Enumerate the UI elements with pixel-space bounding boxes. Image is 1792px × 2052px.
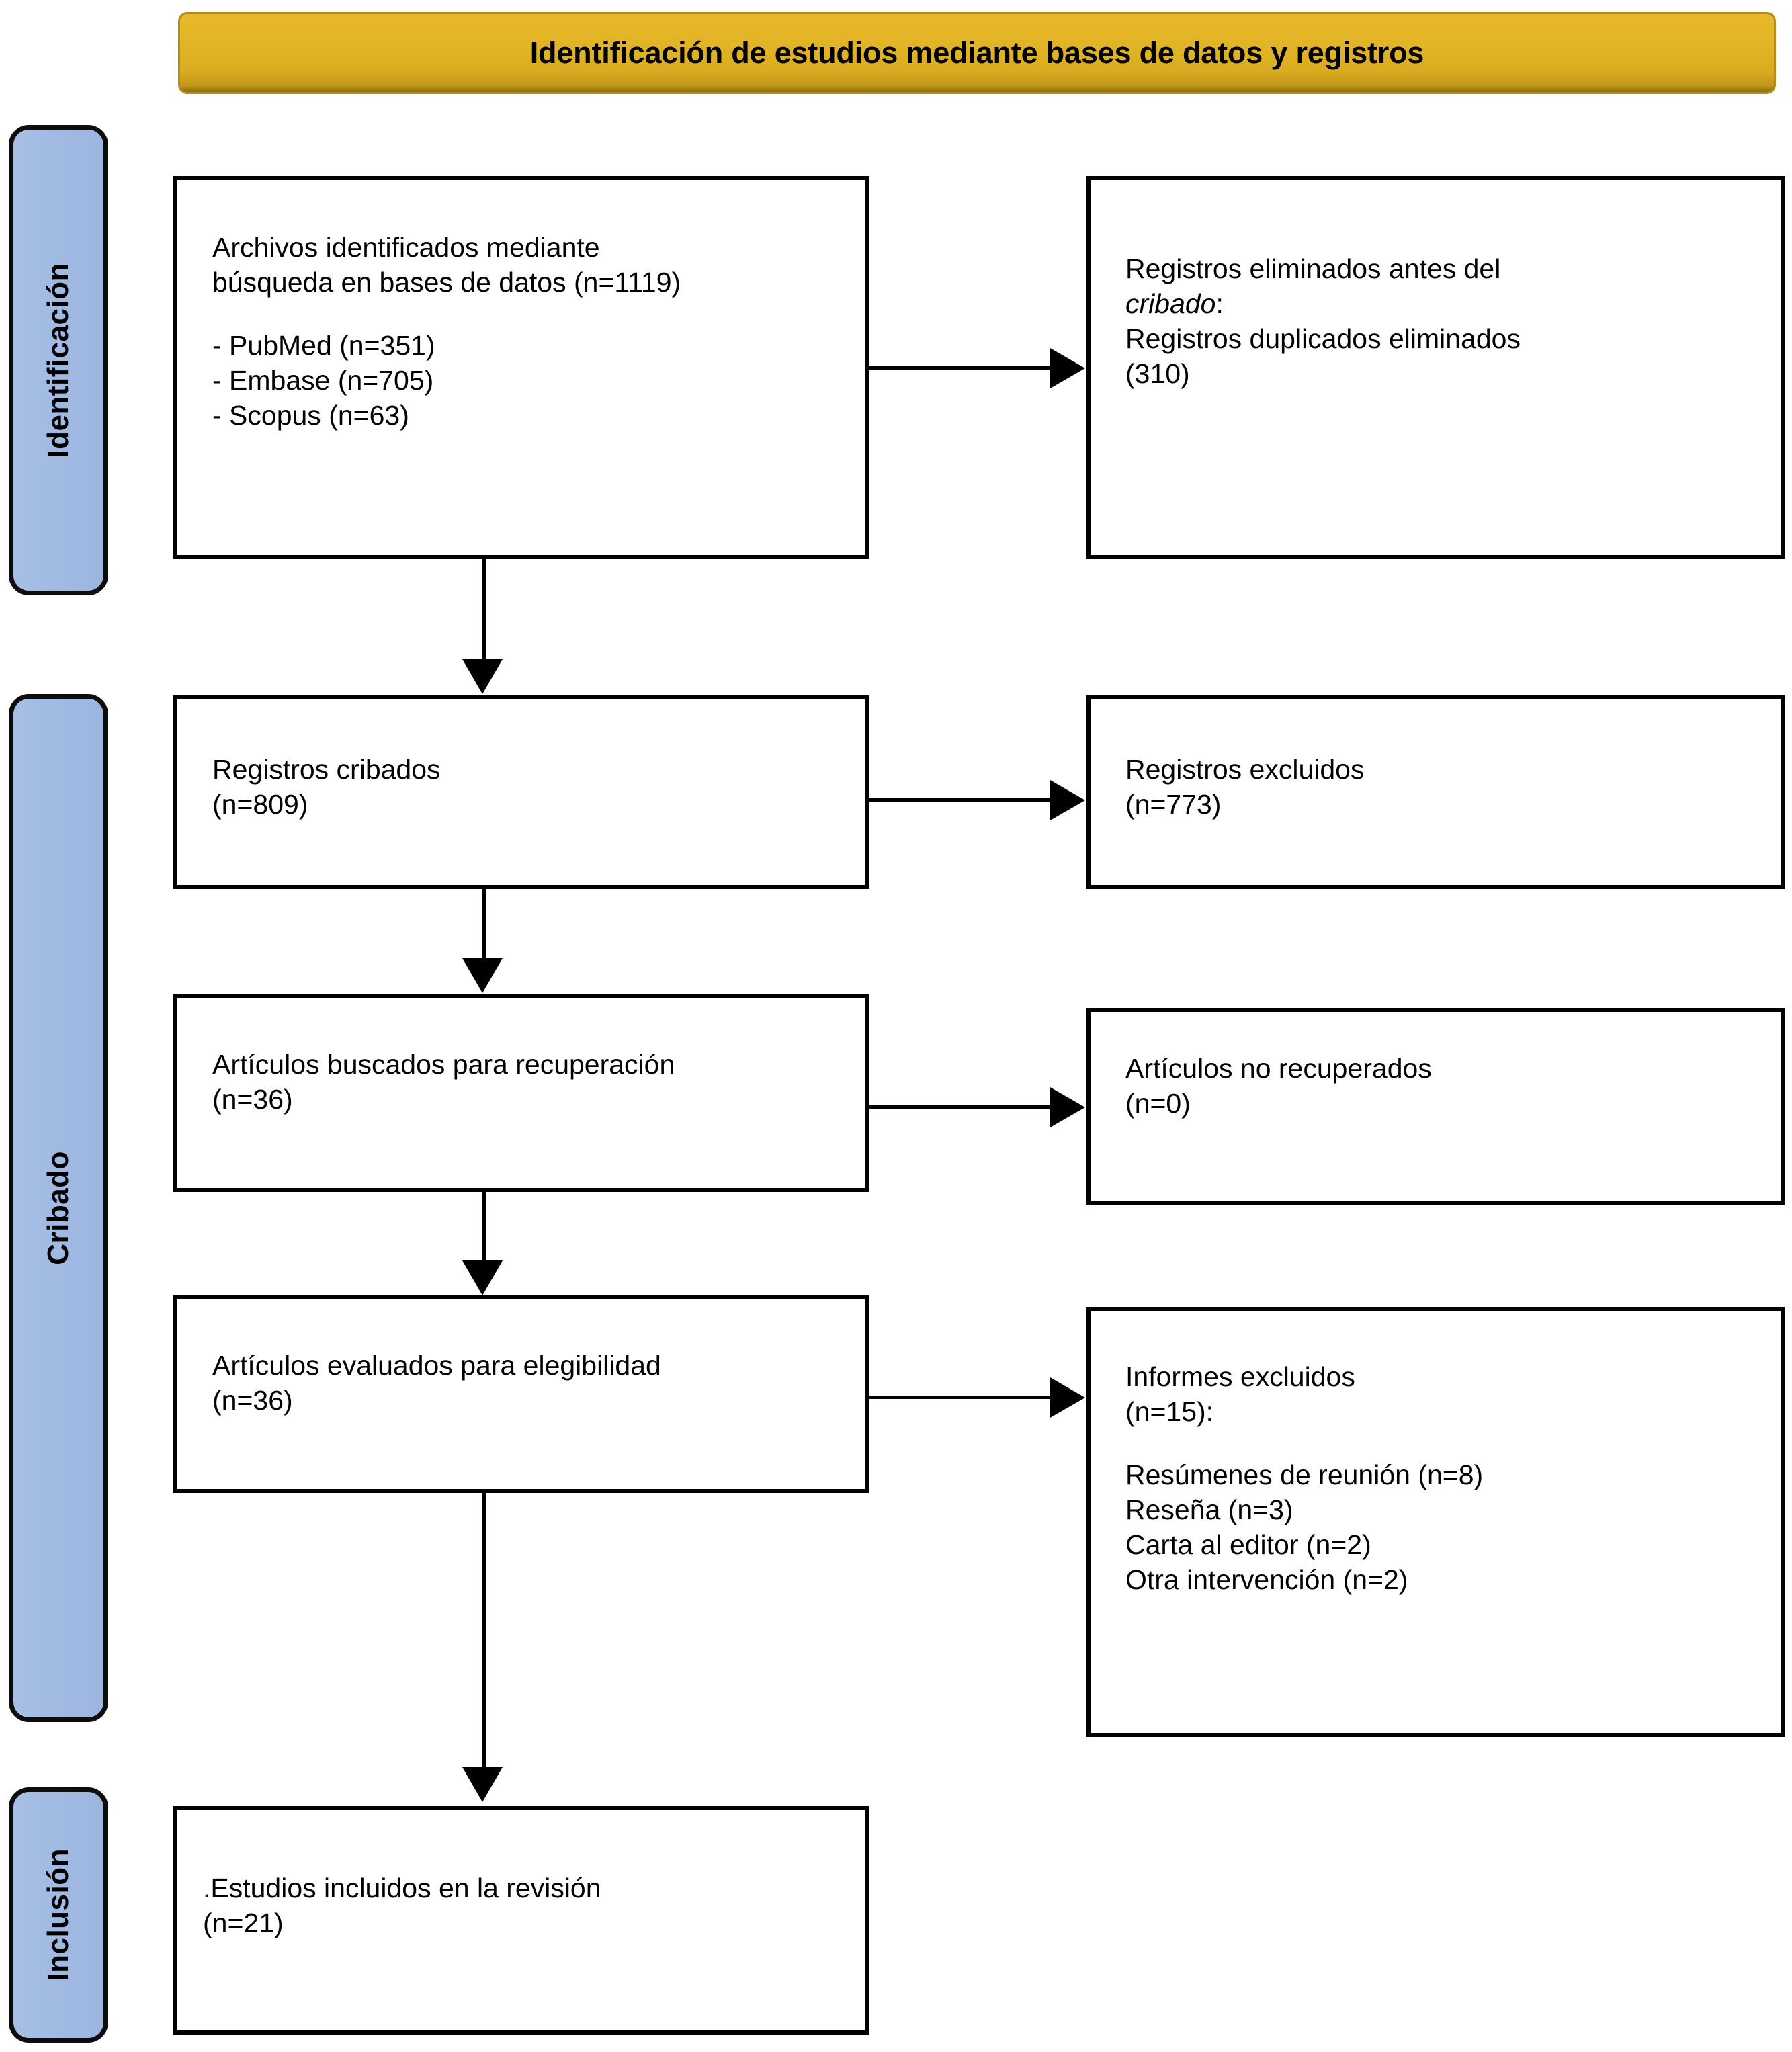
italic-term: cribado [1125, 288, 1216, 320]
node-line: (n=0) [1125, 1088, 1191, 1119]
stage-label-text: Identificación [42, 262, 75, 458]
node-line: Artículos no recuperados [1125, 1053, 1432, 1084]
node-text: Artículos evaluados para elegibilidad (n… [212, 1348, 847, 1418]
source-line: - PubMed (n=351) [212, 330, 435, 361]
node-records-removed-before-screening: Registros eliminados antes del cribado: … [1086, 176, 1785, 559]
node-line: (n=21) [203, 1908, 284, 1939]
stage-label-inclusion: Inclusión [9, 1787, 108, 2043]
node-reports-excluded: Informes excluidos (n=15): Resúmenes de … [1086, 1307, 1785, 1737]
connector-screened-to-sought [482, 889, 486, 959]
node-line: Registros eliminados antes del [1125, 253, 1501, 284]
connector-sought-to-assessed [482, 1192, 486, 1263]
diagram-header-banner: Identificación de estudios mediante base… [178, 12, 1776, 94]
node-line: Registros duplicados eliminados [1125, 323, 1521, 355]
stage-label-identificacion: Identificación [9, 125, 108, 595]
arrowhead-down [462, 1767, 503, 1802]
stage-label-text: Inclusión [42, 1848, 75, 1981]
node-text: Artículos buscados para recuperación (n=… [212, 1047, 847, 1117]
node-text: .Estudios incluidos en la revisión (n=21… [203, 1871, 847, 1940]
arrowhead-down [462, 1260, 503, 1295]
arrowhead-down [462, 659, 503, 694]
stage-label-cribado: Cribado [9, 694, 108, 1722]
node-line: Artículos buscados para recuperación [212, 1049, 675, 1080]
spacer [1125, 1429, 1762, 1457]
node-records-screened: Registros cribados (n=809) [173, 695, 869, 889]
node-records-identified: Archivos identificados mediante búsqueda… [173, 176, 869, 559]
stage-label-text: Cribado [42, 1151, 75, 1265]
node-text: Archivos identificados mediante búsqueda… [212, 230, 847, 433]
node-line: (n=36) [212, 1385, 293, 1416]
node-text: Informes excluidos (n=15): Resúmenes de … [1125, 1359, 1762, 1597]
node-line: (n=773) [1125, 789, 1222, 820]
node-line: (n=809) [212, 789, 308, 820]
node-text: Registros excluidos (n=773) [1125, 752, 1762, 822]
node-line: (n=15): [1125, 1396, 1214, 1428]
node-reports-sought-for-retrieval: Artículos buscados para recuperación (n=… [173, 994, 869, 1192]
node-line: Artículos evaluados para elegibilidad [212, 1350, 661, 1381]
source-line: - Scopus (n=63) [212, 400, 409, 431]
node-reports-assessed-for-eligibility: Artículos evaluados para elegibilidad (n… [173, 1295, 869, 1493]
arrowhead-right [1050, 780, 1085, 820]
connector-assessed-to-included [482, 1493, 486, 1768]
reason-line: Otra intervención (n=2) [1125, 1564, 1408, 1596]
colon: : [1215, 288, 1224, 320]
connector-identified-to-screened [482, 559, 486, 661]
arrowhead-right [1050, 348, 1085, 388]
node-line: (n=36) [212, 1084, 293, 1115]
node-line: cribado: [1125, 286, 1762, 321]
spacer [212, 300, 847, 328]
connector-screened-to-excluded [869, 798, 1052, 802]
node-line: Archivos identificados mediante [212, 232, 600, 263]
node-studies-included-in-review: .Estudios incluidos en la revisión (n=21… [173, 1806, 869, 2035]
arrowhead-right [1050, 1087, 1085, 1127]
connector-assessed-to-reportsexcluded [869, 1396, 1052, 1399]
arrowhead-right [1050, 1377, 1085, 1418]
reason-line: Resúmenes de reunión (n=8) [1125, 1459, 1484, 1491]
node-line: (310) [1125, 358, 1190, 390]
node-line: Informes excluidos [1125, 1361, 1355, 1392]
node-reports-not-retrieved: Artículos no recuperados (n=0) [1086, 1008, 1785, 1205]
node-text: Registros cribados (n=809) [212, 752, 847, 822]
node-records-excluded: Registros excluidos (n=773) [1086, 695, 1785, 889]
node-text: Artículos no recuperados (n=0) [1125, 1051, 1762, 1121]
node-line: Registros cribados [212, 754, 441, 785]
node-text: Registros eliminados antes del cribado: … [1125, 251, 1762, 391]
connector-sought-to-notretrieved [869, 1105, 1052, 1109]
reason-line: Reseña (n=3) [1125, 1494, 1293, 1526]
node-line: Registros excluidos [1125, 754, 1365, 785]
source-line: - Embase (n=705) [212, 365, 434, 396]
arrowhead-down [462, 958, 503, 993]
node-line: búsqueda en bases de datos (n=1119) [212, 267, 681, 298]
node-line: .Estudios incluidos en la revisión [203, 1873, 601, 1904]
connector-identified-to-removed [869, 366, 1052, 370]
reason-line: Carta al editor (n=2) [1125, 1529, 1371, 1561]
banner-title: Identificación de estudios mediante base… [529, 36, 1424, 70]
